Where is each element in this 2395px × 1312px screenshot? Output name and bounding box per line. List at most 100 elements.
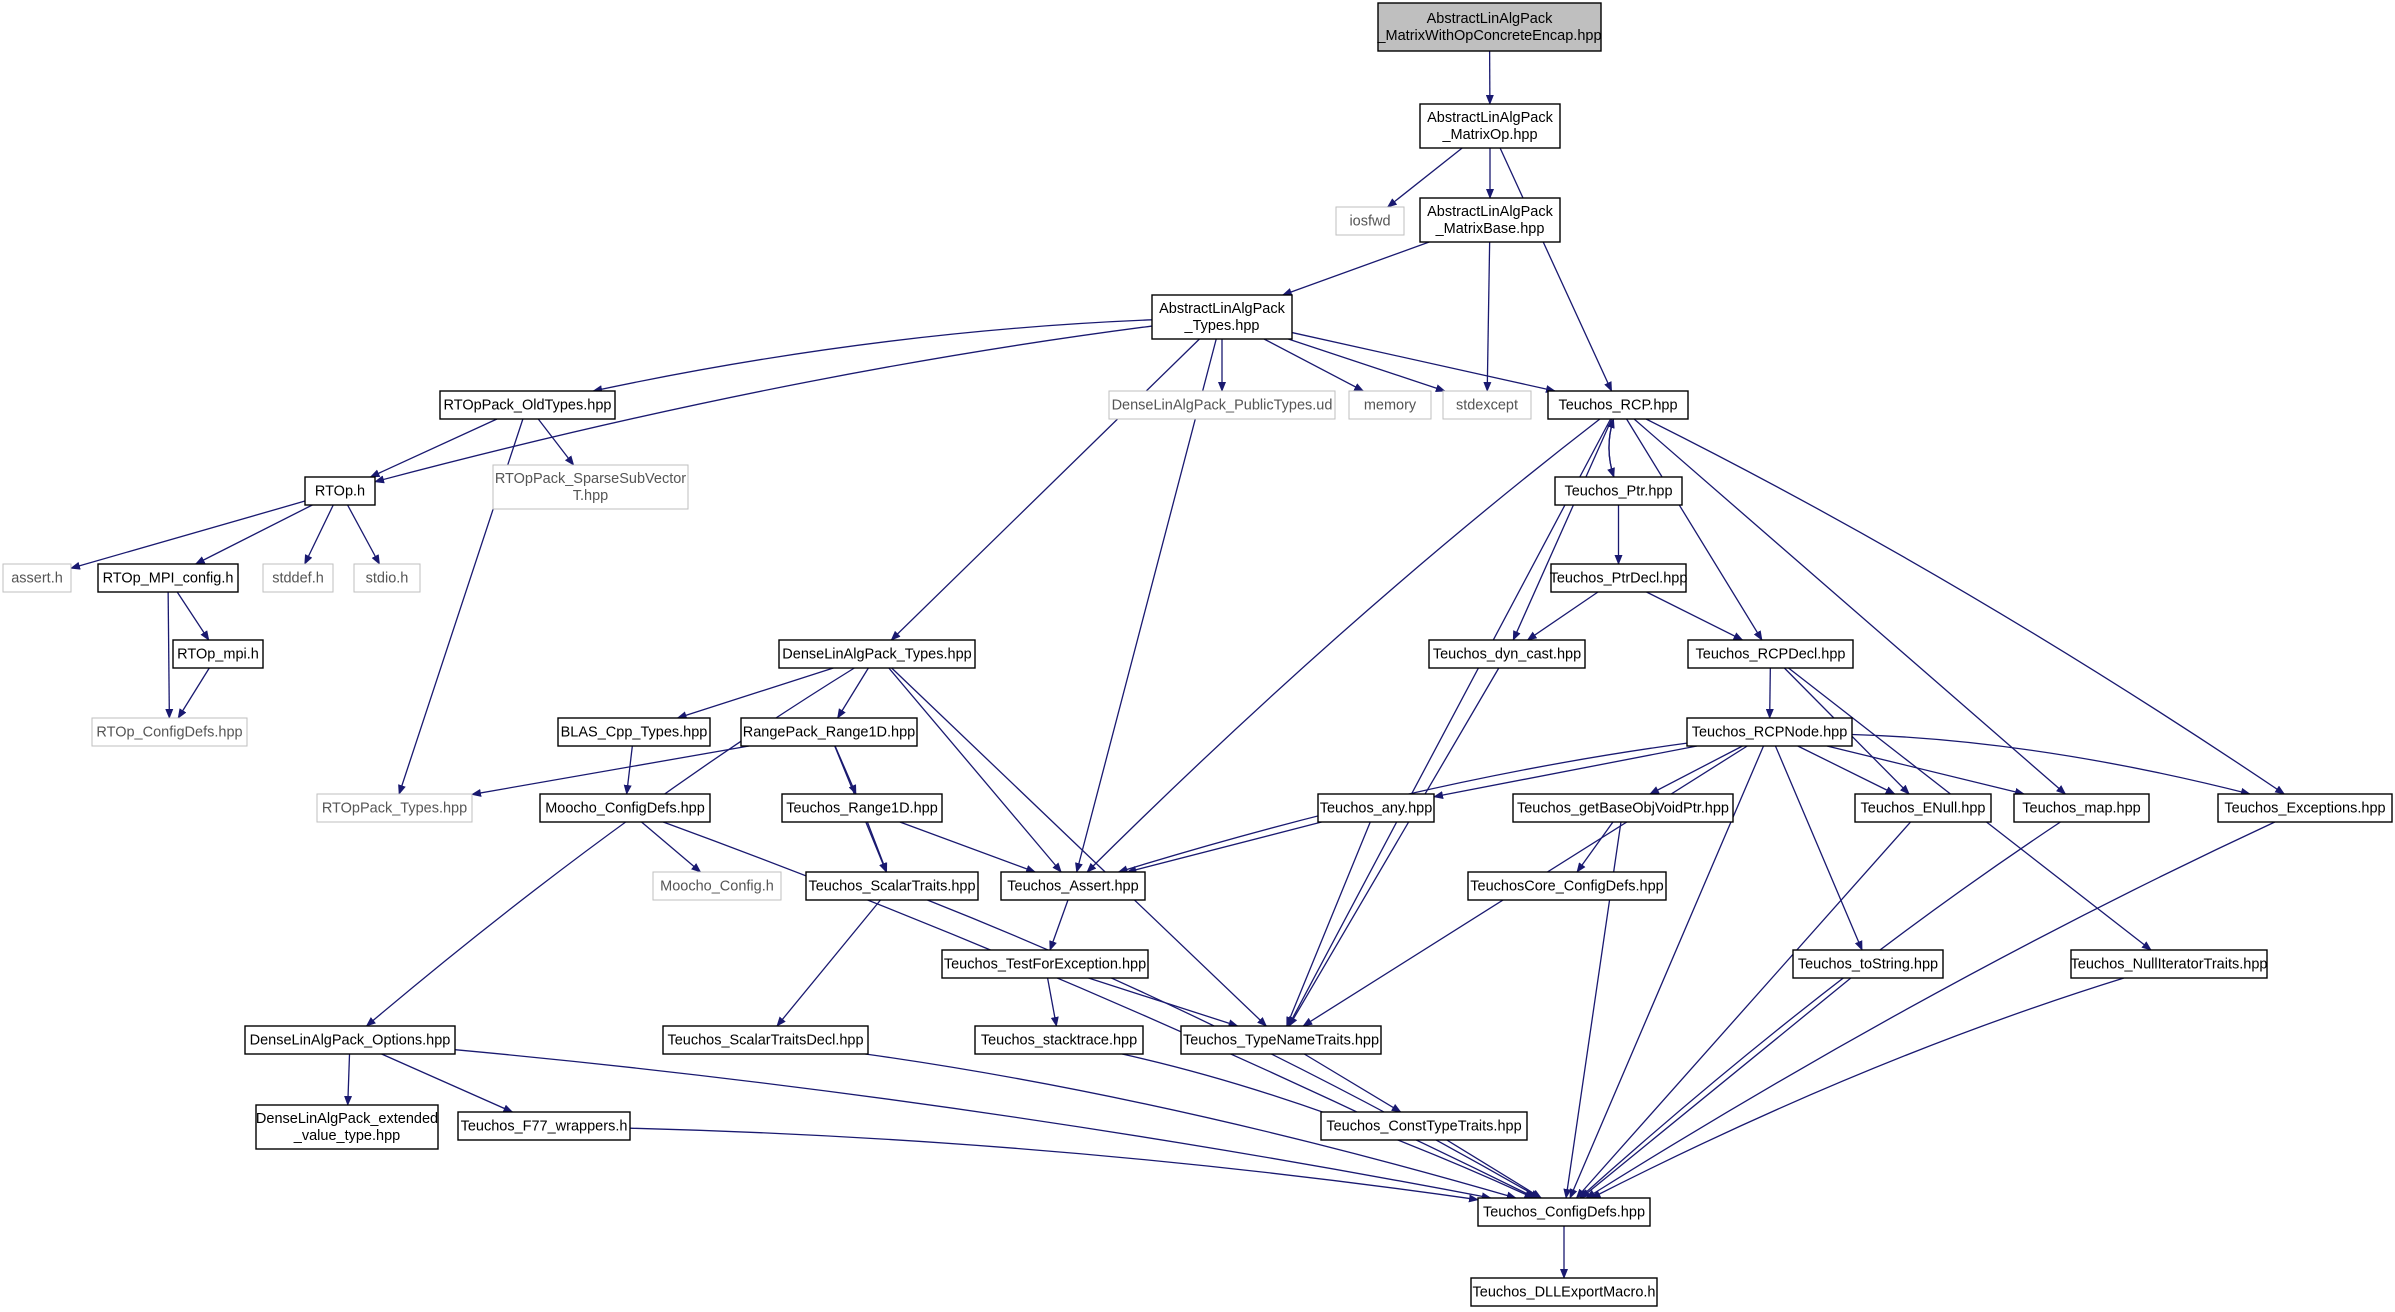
node-memory[interactable]: memory (1348, 390, 1432, 420)
node-moochoconfig[interactable]: Moocho_Config.h (652, 871, 782, 901)
node-exceptions[interactable]: Teuchos_Exceptions.hpp (2217, 793, 2393, 823)
node-label: RTOpPack_Types.hpp (322, 801, 467, 817)
node-label: _MatrixOp.hpp (1441, 127, 1537, 143)
node-enull[interactable]: Teuchos_ENull.hpp (1854, 793, 1992, 823)
edge-rcpnode-to-configdefs (1569, 745, 1765, 1199)
node-scalartraitsdecl[interactable]: Teuchos_ScalarTraitsDecl.hpp (662, 1025, 869, 1055)
node-testfor[interactable]: Teuchos_TestForException.hpp (941, 949, 1149, 979)
edge-rcp-to-assert (1086, 418, 1601, 873)
edge-denseoptions-to-f77 (381, 1053, 514, 1113)
edge-testfor-to-stacktrace (1046, 977, 1059, 1027)
node-box (262, 563, 334, 593)
edge-any-to-assert (1126, 821, 1322, 874)
edge-ptr-to-rcp (1606, 418, 1615, 478)
node-box (557, 717, 711, 747)
node-blas[interactable]: BLAS_Cpp_Types.hpp (557, 717, 711, 747)
node-matrixop[interactable]: AbstractLinAlgPack_MatrixOp.hpp (1419, 103, 1561, 149)
node-ptrdecl[interactable]: Teuchos_PtrDecl.hpp (1550, 563, 1688, 593)
node-range1d[interactable]: RangePack_Range1D.hpp (740, 717, 918, 747)
node-coreconfigdefs[interactable]: TeuchosCore_ConfigDefs.hpp (1467, 871, 1667, 901)
node-dllexport[interactable]: Teuchos_DLLExportMacro.h (1470, 1277, 1658, 1307)
node-stacktrace[interactable]: Teuchos_stacktrace.hpp (974, 1025, 1144, 1055)
edge-rcpnode-to-any (1433, 745, 1698, 800)
edge-rtoph-to-asserth (70, 500, 306, 570)
node-label: assert.h (11, 571, 63, 587)
node-any[interactable]: Teuchos_any.hpp (1317, 793, 1435, 823)
node-rtoppacktypes[interactable]: RTOpPack_Types.hpp (316, 793, 473, 823)
node-assert[interactable]: Teuchos_Assert.hpp (1000, 871, 1146, 901)
node-extended[interactable]: DenseLinAlgPack_extended_value_type.hpp (255, 1104, 439, 1150)
edge-densetypes-to-blas (676, 667, 834, 720)
node-scalartraits[interactable]: Teuchos_ScalarTraits.hpp (805, 871, 979, 901)
node-box (1348, 390, 1432, 420)
node-nulliter[interactable]: Teuchos_NullIteratorTraits.hpp (2070, 949, 2268, 979)
node-consttype[interactable]: Teuchos_ConstTypeTraits.hpp (1320, 1111, 1528, 1141)
edge-range1d-to-rtoppacktypes (471, 745, 750, 797)
node-mpiconfig[interactable]: RTOp_MPI_config.h (97, 563, 239, 593)
edge-matrixbase-to-stdexcept (1483, 241, 1492, 392)
node-f77[interactable]: Teuchos_F77_wrappers.h (457, 1111, 631, 1141)
node-label: Teuchos_any.hpp (1320, 801, 1433, 817)
edge-rcp-to-exceptions (1645, 418, 2286, 795)
node-configdefs[interactable]: Teuchos_ConfigDefs.hpp (1477, 1197, 1651, 1227)
node-box (805, 871, 979, 901)
node-rtopconfigdefs[interactable]: RTOp_ConfigDefs.hpp (91, 717, 248, 747)
node-rtopold[interactable]: RTOpPack_OldTypes.hpp (439, 390, 616, 420)
node-label: stddef.h (272, 571, 324, 587)
node-box (353, 563, 421, 593)
node-box (1470, 1277, 1658, 1307)
node-densepublic[interactable]: DenseLinAlgPack_PublicTypes.ud (1108, 390, 1336, 420)
edge-teuchosrange1d-to-assert (899, 821, 1037, 873)
node-label: RTOp.h (315, 484, 365, 500)
node-iosfwd[interactable]: iosfwd (1335, 206, 1405, 236)
node-label: Teuchos_ENull.hpp (1861, 801, 1986, 817)
edge-types-to-memory (1263, 338, 1365, 392)
node-typename[interactable]: Teuchos_TypeNameTraits.hpp (1180, 1025, 1382, 1055)
node-label: stdio.h (366, 571, 409, 587)
node-stdio[interactable]: stdio.h (353, 563, 421, 593)
node-label: RTOpPack_SparseSubVector (495, 471, 686, 487)
node-stddef[interactable]: stddef.h (262, 563, 334, 593)
node-stdexcept[interactable]: stdexcept (1442, 390, 1532, 420)
edge-rcp-to-map (1633, 418, 2067, 795)
node-label: Teuchos_toString.hpp (1798, 957, 1938, 973)
edge-rcpnode-to-enull (1797, 745, 1896, 795)
node-getbase[interactable]: Teuchos_getBaseObjVoidPtr.hpp (1512, 793, 1734, 823)
node-dyncast[interactable]: Teuchos_dyn_cast.hpp (1428, 639, 1586, 669)
node-rcpnode[interactable]: Teuchos_RCPNode.hpp (1686, 717, 1853, 747)
node-box (1547, 390, 1689, 420)
node-label: RTOp_MPI_config.h (103, 571, 234, 587)
node-map[interactable]: Teuchos_map.hpp (2013, 793, 2150, 823)
node-rcp[interactable]: Teuchos_RCP.hpp (1547, 390, 1689, 420)
node-matrixbase[interactable]: AbstractLinAlgPack_MatrixBase.hpp (1419, 197, 1561, 243)
node-moochoconfigdefs[interactable]: Moocho_ConfigDefs.hpp (539, 793, 711, 823)
node-label: Teuchos_getBaseObjVoidPtr.hpp (1517, 801, 1729, 817)
edge-scalartraits-to-scalartraitsdecl (776, 899, 882, 1027)
node-ptr[interactable]: Teuchos_Ptr.hpp (1554, 476, 1683, 506)
node-label: Teuchos_Exceptions.hpp (2224, 801, 2385, 817)
node-teuchosrange1d[interactable]: Teuchos_Range1D.hpp (781, 793, 943, 823)
node-tostring[interactable]: Teuchos_toString.hpp (1792, 949, 1944, 979)
node-label: DenseLinAlgPack_Options.hpp (250, 1033, 451, 1049)
node-rcpdecl[interactable]: Teuchos_RCPDecl.hpp (1687, 639, 1854, 669)
node-box (1687, 639, 1854, 669)
node-box (97, 563, 239, 593)
node-label: Teuchos_RCPNode.hpp (1692, 725, 1848, 741)
node-rtopmpi[interactable]: RTOp_mpi.h (172, 639, 264, 669)
node-rtoph[interactable]: RTOp.h (304, 476, 376, 506)
node-types[interactable]: AbstractLinAlgPack_Types.hpp (1151, 294, 1293, 340)
node-label: DenseLinAlgPack_extended (256, 1111, 438, 1127)
edge-rcpnode-to-tostring (1774, 745, 1863, 951)
node-box (2217, 793, 2393, 823)
node-asserth[interactable]: assert.h (2, 563, 72, 593)
node-box (1335, 206, 1405, 236)
node-label: Teuchos_RCP.hpp (1558, 398, 1677, 414)
node-box (1320, 1111, 1528, 1141)
edge-densetypes-to-denseoptions (365, 667, 855, 1027)
node-label: memory (1364, 398, 1417, 414)
node-root[interactable]: AbstractLinAlgPack_MatrixWithOpConcreteE… (1376, 2, 1602, 52)
node-denseoptions[interactable]: DenseLinAlgPack_Options.hpp (244, 1025, 456, 1055)
edge-moochoconfigdefs-to-moochoconfig (641, 821, 702, 873)
node-densetypes[interactable]: DenseLinAlgPack_Types.hpp (778, 639, 976, 669)
